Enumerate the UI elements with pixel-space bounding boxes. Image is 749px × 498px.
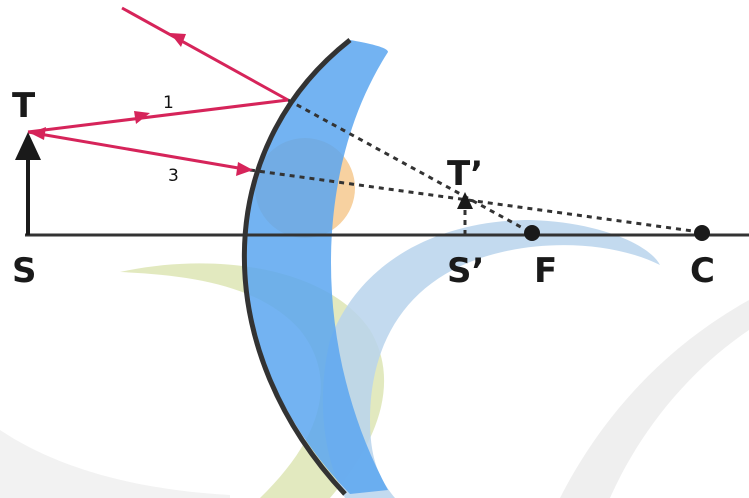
label-ray-3: 3 [168, 166, 179, 186]
reflected-ray-1 [121, 6, 289, 102]
dashed-extensions [249, 98, 701, 235]
focal-point-dot [524, 225, 540, 241]
gray-swoosh-left [0, 430, 230, 498]
light-rays [27, 6, 289, 172]
label-object-top: T [12, 86, 36, 126]
mirror-reflecting-surface [241, 38, 352, 496]
reflected-ray-arrowhead [170, 33, 186, 47]
ray-back-arrowhead [30, 127, 46, 140]
mirror-glass [245, 40, 388, 494]
label-ray-1: 1 [163, 93, 174, 113]
image-arrowhead [457, 192, 473, 209]
object-arrowhead [15, 132, 41, 160]
ray-1-arrowhead [134, 111, 150, 124]
background-decoration [0, 138, 749, 498]
label-image-base: S’ [447, 251, 484, 291]
incident-ray-1 [27, 98, 289, 134]
label-image-top: T’ [447, 154, 483, 194]
gray-swoosh [560, 300, 749, 498]
label-center-of-curvature: C [690, 251, 715, 291]
object-arrow [15, 132, 41, 235]
blue-swoosh [322, 220, 660, 498]
incident-ray-3 [27, 130, 251, 172]
concave-mirror [241, 38, 388, 496]
label-focal-point: F [534, 251, 557, 291]
ray-3-arrowhead [236, 162, 253, 176]
label-object-base: S [12, 251, 37, 291]
center-dot [694, 225, 710, 241]
